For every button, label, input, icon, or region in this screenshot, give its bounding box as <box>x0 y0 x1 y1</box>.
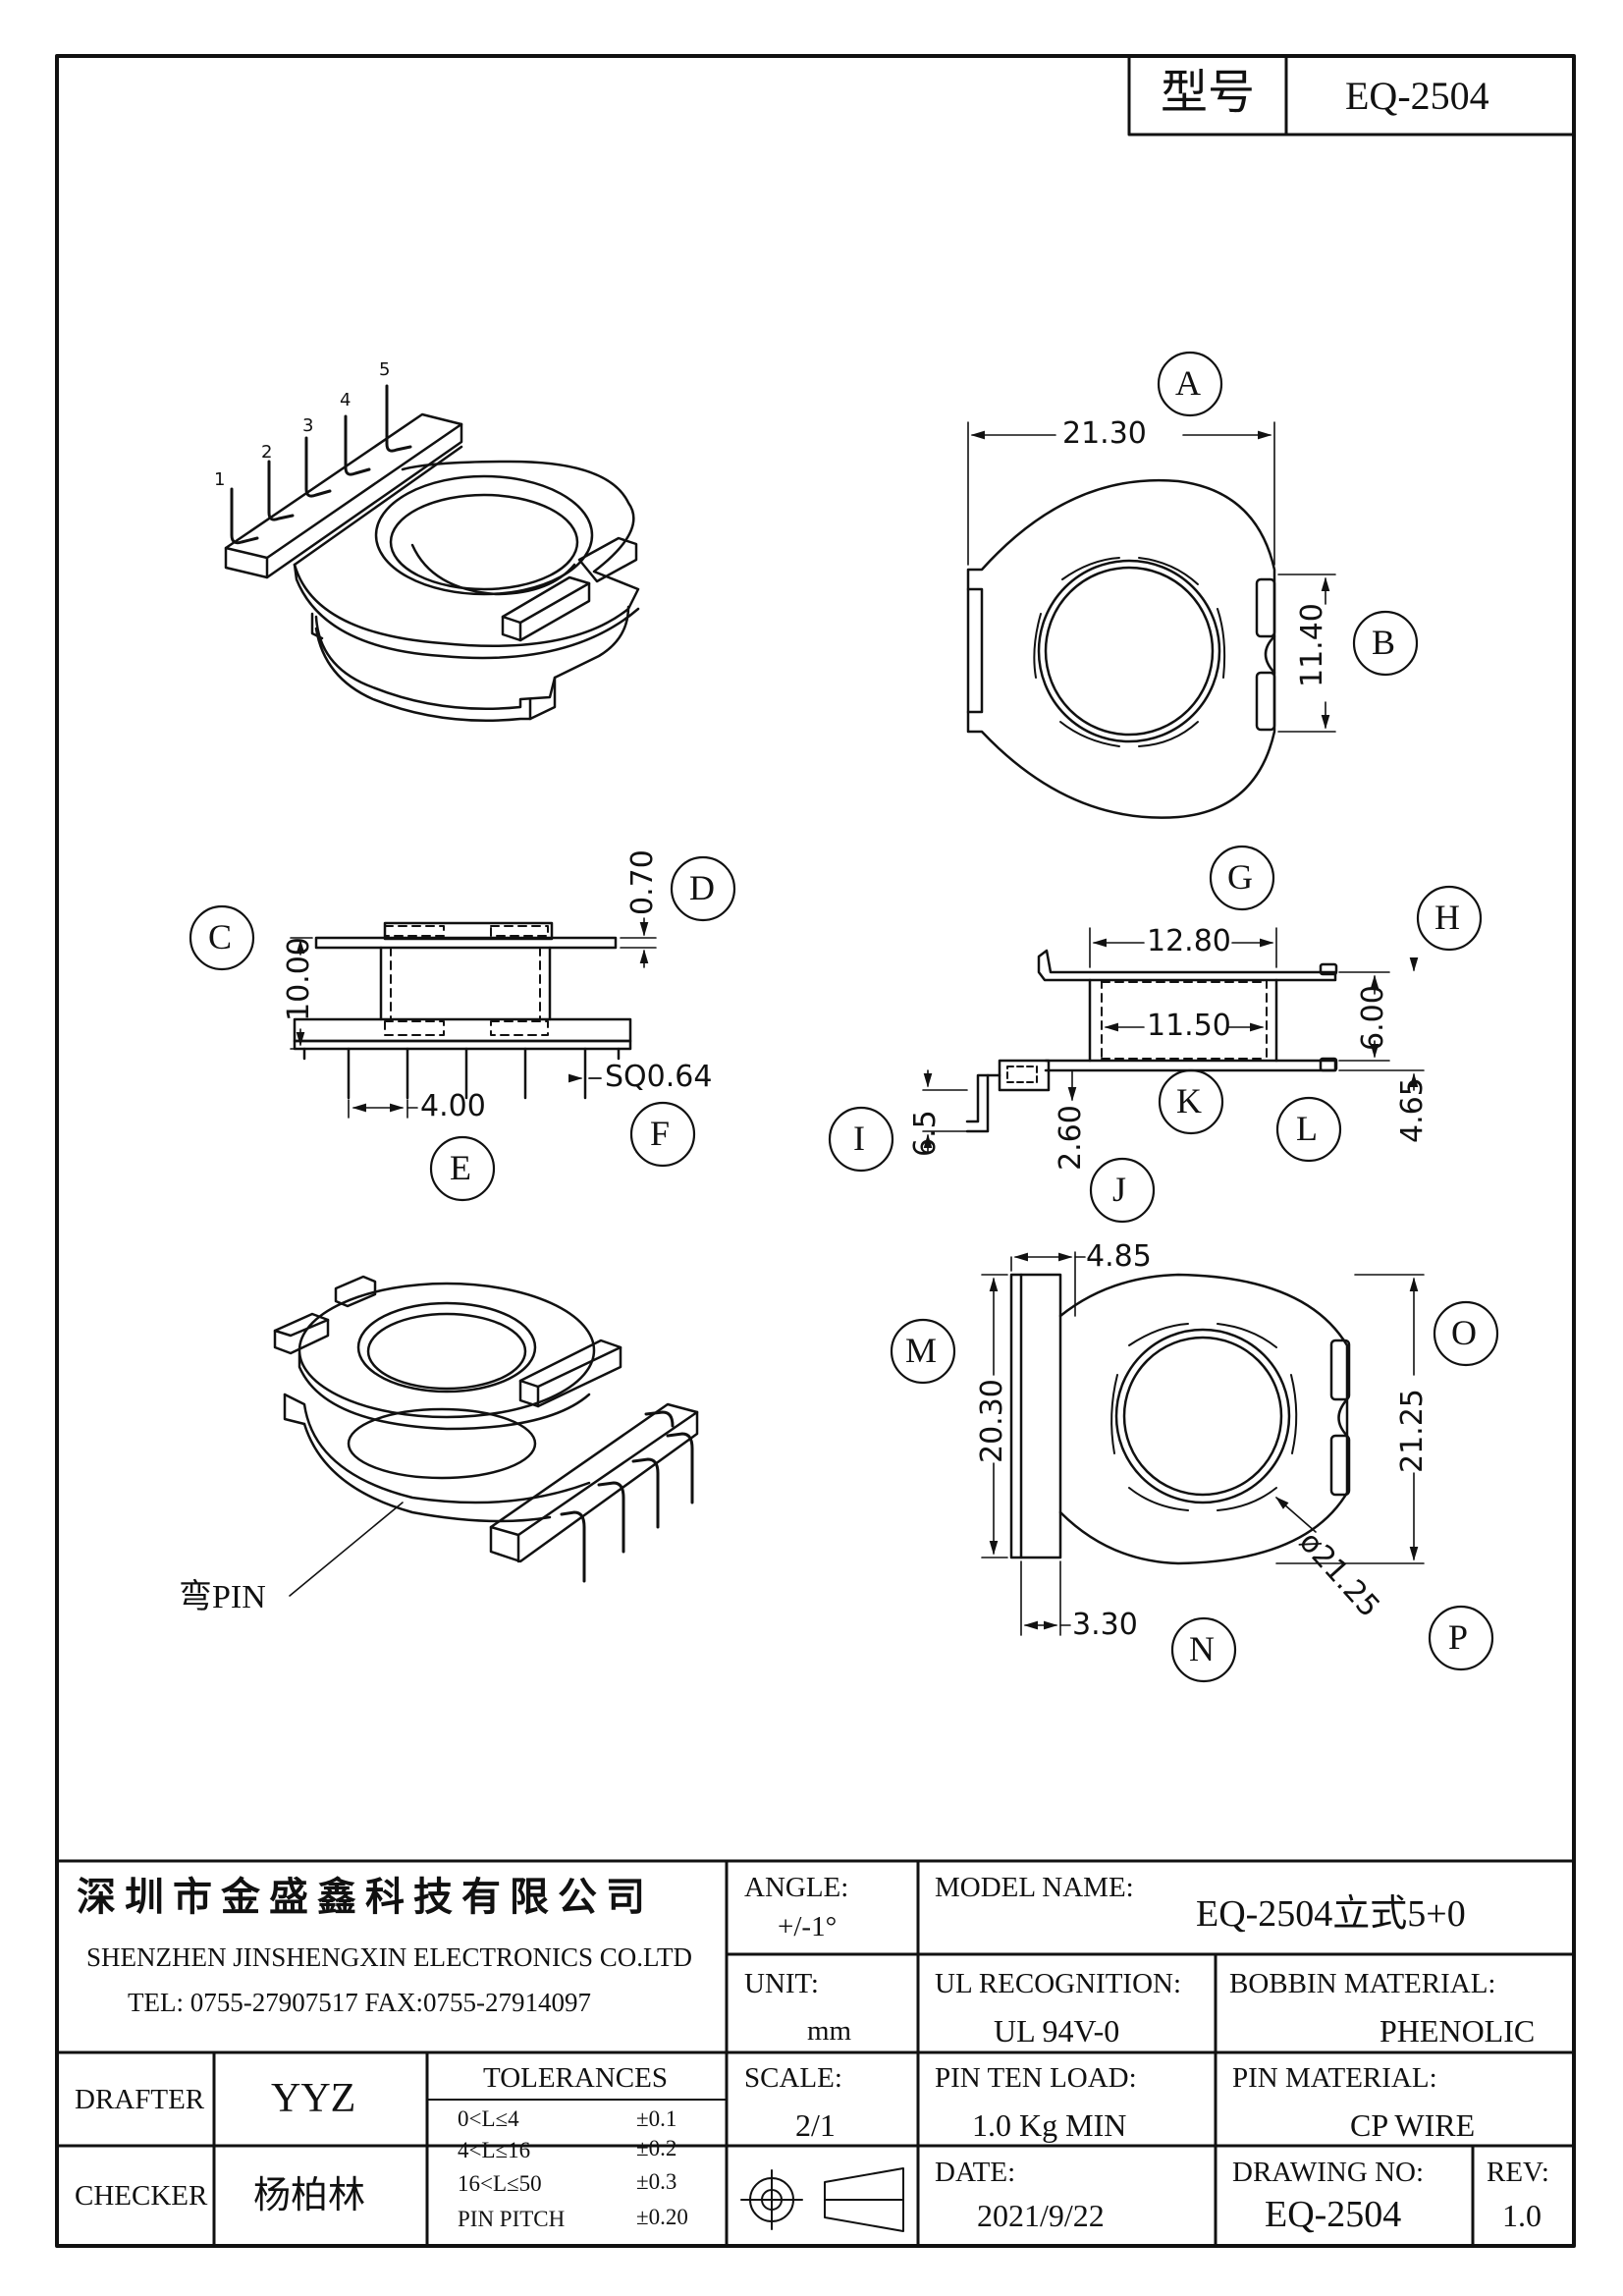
tolerance-value-4: ±0.20 <box>636 2205 688 2229</box>
checker-label: CHECKER <box>75 2180 208 2212</box>
pin-number-1: 1 <box>214 469 226 490</box>
side-view <box>922 927 1425 1152</box>
tolerance-value-2: ±0.2 <box>636 2136 677 2160</box>
iso-view-top <box>224 384 640 723</box>
tolerance-range-3: 16<L≤50 <box>458 2171 542 2196</box>
drafter-value: YYZ <box>271 2076 356 2121</box>
dim-top-width: 4.85 <box>1086 1239 1152 1274</box>
bent-pin-label: 弯PIN <box>179 1579 266 1615</box>
pin-material-value: CP WIRE <box>1350 2107 1476 2143</box>
ul-recognition-value: UL 94V-0 <box>994 2013 1120 2049</box>
projection-symbol <box>740 2167 904 2232</box>
model-name-label: MODEL NAME: <box>935 1872 1134 1903</box>
angle-value: +/-1° <box>778 1911 838 1942</box>
callout-d: D <box>689 868 715 907</box>
title-block-grid <box>55 1859 1576 2248</box>
rev-label: REV: <box>1487 2157 1549 2188</box>
tolerance-range-4: PIN PITCH <box>458 2207 566 2231</box>
pin-number-3: 3 <box>302 415 314 436</box>
pin-ten-load-value: 1.0 Kg MIN <box>972 2107 1127 2143</box>
drawing-no-value: EQ-2504 <box>1265 2194 1402 2235</box>
pin-number-2: 2 <box>261 442 273 463</box>
pin-number-5: 5 <box>379 359 391 380</box>
callout-h: H <box>1434 898 1460 937</box>
drawing-no-label: DRAWING NO: <box>1232 2157 1425 2188</box>
callout-i: I <box>853 1119 865 1158</box>
model-name-value: EQ-2504立式5+0 <box>1196 1893 1466 1935</box>
callout-k: K <box>1176 1081 1202 1121</box>
dim-m: 20.30 <box>975 1379 1009 1463</box>
angle-label: ANGLE: <box>744 1872 849 1903</box>
callout-f: F <box>650 1114 671 1153</box>
callout-o: O <box>1451 1313 1477 1352</box>
front-view <box>290 917 657 1119</box>
callout-circles <box>189 351 1499 1683</box>
dim-i: 6.5 <box>908 1110 943 1157</box>
callout-m: M <box>905 1331 938 1370</box>
model-header-box <box>1127 54 1576 137</box>
checker-value: 杨柏林 <box>253 2173 366 2216</box>
dim-j: 2.60 <box>1054 1105 1088 1171</box>
tolerance-value-3: ±0.3 <box>636 2169 677 2194</box>
tolerance-range-1: 0<L≤4 <box>458 2106 519 2131</box>
drawing-frame <box>55 54 1576 2248</box>
top-view <box>966 421 1336 819</box>
dim-d: 0.70 <box>625 849 660 915</box>
dim-f: SQ0.64 <box>605 1060 713 1094</box>
front-pins <box>302 1047 621 1100</box>
dim-e: 4.00 <box>420 1089 486 1123</box>
pin-ten-load-label: PIN TEN LOAD: <box>935 2062 1137 2094</box>
callout-n: N <box>1189 1629 1215 1668</box>
dim-k: 11.50 <box>1147 1009 1231 1043</box>
callout-c: C <box>208 917 233 957</box>
rev-value: 1.0 <box>1502 2198 1542 2233</box>
bobbin-material-label: BOBBIN MATERIAL: <box>1229 1968 1496 1999</box>
dim-h: 6.00 <box>1356 985 1390 1051</box>
date-label: DATE: <box>935 2157 1016 2188</box>
scale-label: SCALE: <box>744 2062 842 2094</box>
model-header-value: EQ-2504 <box>1345 74 1489 118</box>
company-name-cn: 深圳市金盛鑫科技有限公司 <box>77 1875 654 1920</box>
tolerance-range-2: 4<L≤16 <box>458 2138 531 2162</box>
unit-value: mm <box>807 2015 852 2047</box>
callout-b: B <box>1372 623 1396 662</box>
model-header-label: 型号 <box>1161 65 1256 120</box>
callout-e: E <box>450 1148 471 1187</box>
callout-g: G <box>1227 857 1253 897</box>
dim-o: 21.25 <box>1395 1389 1430 1473</box>
pin-number-4: 4 <box>340 390 352 410</box>
tolerance-value-1: ±0.1 <box>636 2106 677 2131</box>
dim-l: 4.65 <box>1395 1077 1430 1143</box>
iso-view-bottom <box>273 1275 699 1597</box>
company-contact: TEL: 0755-27907517 FAX:0755-27914097 <box>128 1988 591 2017</box>
bottom-view <box>981 1251 1425 1636</box>
scale-value: 2/1 <box>795 2107 836 2143</box>
callout-j: J <box>1112 1170 1127 1209</box>
dim-g: 12.80 <box>1147 924 1231 958</box>
unit-label: UNIT: <box>744 1968 819 1999</box>
drafter-label: DRAFTER <box>75 2084 205 2115</box>
callout-a: A <box>1175 363 1201 403</box>
callout-l: L <box>1296 1109 1318 1148</box>
bobbin-material-value: PHENOLIC <box>1380 2013 1536 2049</box>
date-value: 2021/9/22 <box>977 2198 1105 2233</box>
dim-n: 3.30 <box>1072 1608 1138 1642</box>
dim-b: 11.40 <box>1295 603 1329 687</box>
company-name-en: SHENZHEN JINSHENGXIN ELECTRONICS CO.LTD <box>86 1942 692 1972</box>
callout-p: P <box>1448 1617 1469 1657</box>
pin-material-label: PIN MATERIAL: <box>1232 2062 1437 2094</box>
tolerances-label: TOLERANCES <box>483 2062 668 2094</box>
ul-recognition-label: UL RECOGNITION: <box>935 1968 1182 1999</box>
dim-c: 10.00 <box>282 937 316 1021</box>
dim-a: 21.30 <box>1062 416 1147 451</box>
